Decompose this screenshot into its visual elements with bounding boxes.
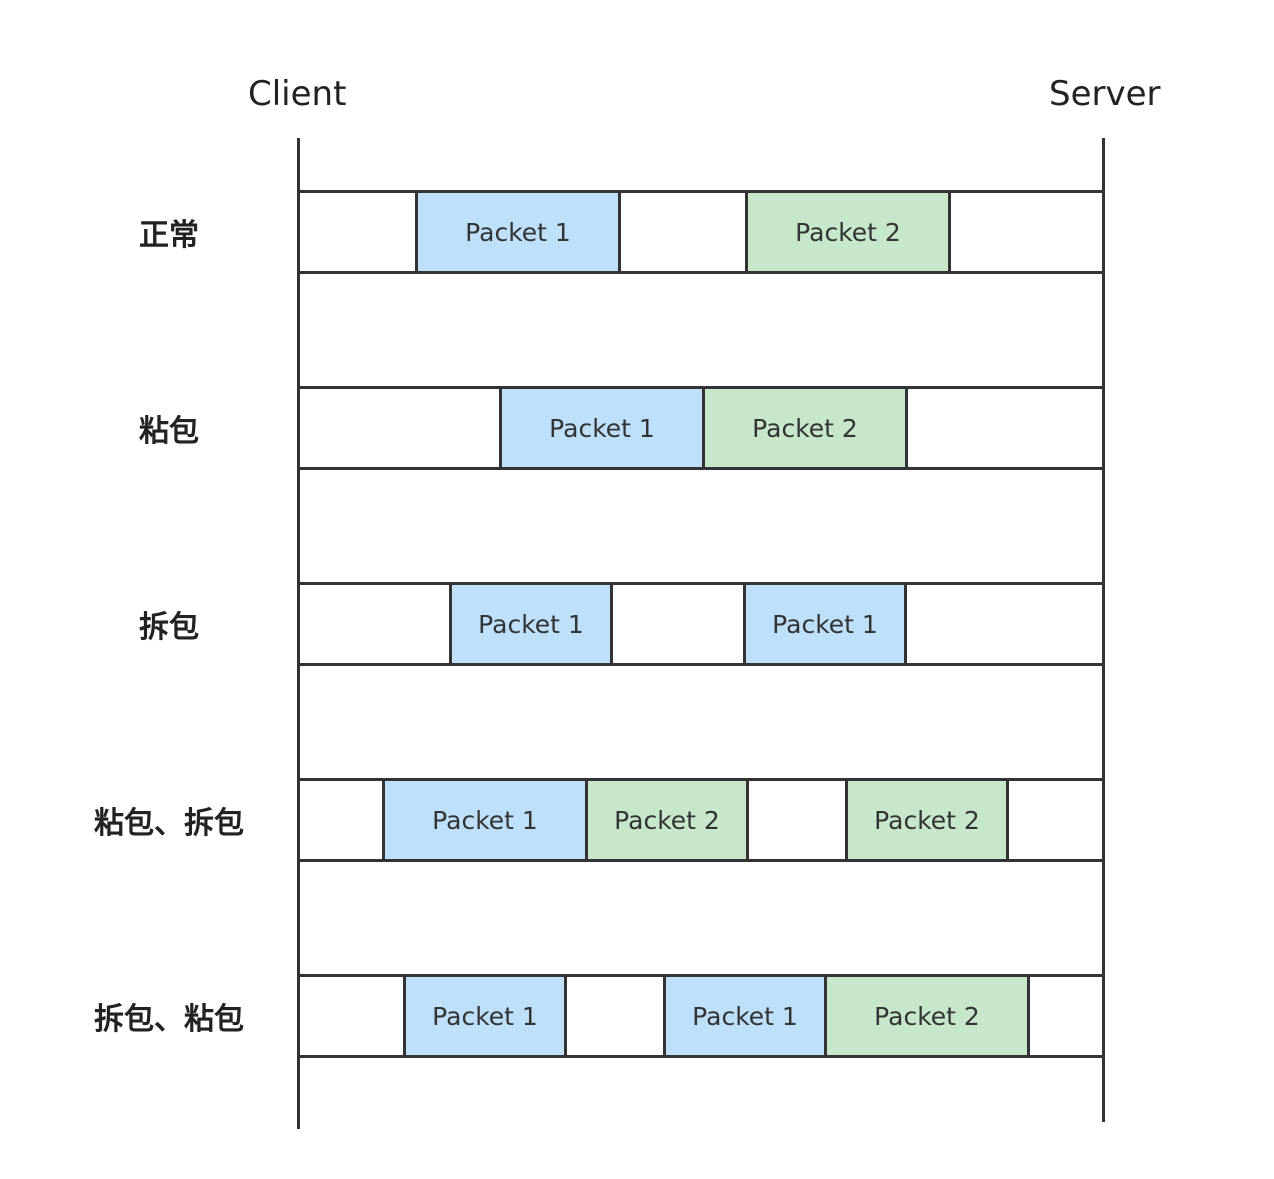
row-bar: Packet 1 Packet 1 Packet 2	[298, 974, 1104, 1058]
server-label: Server	[1049, 74, 1161, 114]
server-timeline	[1102, 138, 1105, 1122]
packet-block: Packet 1	[499, 389, 705, 467]
row-label: 拆包	[139, 610, 199, 645]
row-label: 粘包	[139, 414, 199, 449]
packet-block: Packet 2	[585, 781, 749, 859]
packet-block: Packet 1	[663, 977, 827, 1055]
packet-block: Packet 1	[415, 193, 621, 271]
packet-block: Packet 1	[382, 781, 588, 859]
packet-block: Packet 1	[449, 585, 613, 663]
packet-block: Packet 2	[745, 193, 951, 271]
client-label: Client	[248, 74, 347, 114]
packet-block: Packet 1	[743, 585, 907, 663]
packet-block: Packet 1	[403, 977, 567, 1055]
row-bar: Packet 1 Packet 1	[298, 582, 1104, 666]
row-bar: Packet 1 Packet 2	[298, 386, 1104, 470]
client-timeline	[297, 138, 300, 1129]
row-bar: Packet 1 Packet 2	[298, 190, 1104, 274]
packet-block: Packet 2	[845, 781, 1009, 859]
row-label: 拆包、粘包	[94, 1002, 244, 1037]
row-label: 正常	[139, 218, 199, 253]
packet-block: Packet 2	[824, 977, 1030, 1055]
row-bar: Packet 1 Packet 2 Packet 2	[298, 778, 1104, 862]
row-label: 粘包、拆包	[94, 806, 244, 841]
packet-block: Packet 2	[702, 389, 908, 467]
